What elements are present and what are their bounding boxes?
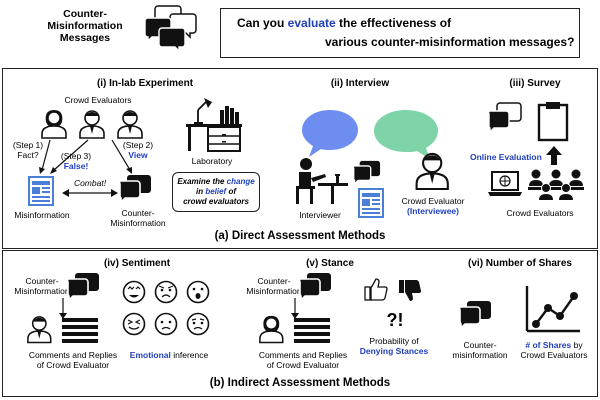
misinformation-doc-icon xyxy=(28,176,54,206)
question-line2: various counter-misinformation messages? xyxy=(325,35,575,49)
header-title-line3: Messages xyxy=(59,32,111,44)
interviewee-label: Crowd Evaluator(Interviewee) xyxy=(401,196,465,216)
indirect-methods-frame xyxy=(2,250,598,397)
question-line1: Can you evaluate the effectiveness of xyxy=(237,16,452,30)
header-title: Counter- Misinformation Messages xyxy=(40,8,130,44)
shares-cm-label: Counter-misinformation xyxy=(452,340,508,360)
step1-label: (Step 1)Fact? xyxy=(12,140,44,160)
thumbs-up-icon xyxy=(364,278,388,301)
step3-label: (Step 3)False! xyxy=(60,151,92,171)
interviewer-speech-bubble-icon xyxy=(302,110,358,157)
shares-bubbles-icon xyxy=(458,300,492,329)
interviewee-icon xyxy=(415,152,449,191)
interviewer-at-table-icon xyxy=(296,158,348,204)
clipboard-icon xyxy=(537,102,569,142)
sentiment-title: (iv) Sentiment xyxy=(103,258,171,269)
examine-box: Examine the change in belief of crowd ev… xyxy=(172,172,260,212)
laboratory-desk-icon xyxy=(186,98,242,152)
shares-title: (vi) Number of Shares xyxy=(468,258,572,269)
laboratory-label: Laboratory xyxy=(191,156,233,166)
sentiment-bubbles-icon xyxy=(66,272,100,301)
header-title-line2: Misinformation xyxy=(47,20,123,32)
survey-crowd-icon xyxy=(528,169,584,200)
question-box: Can you evaluate the effectiveness of va… xyxy=(220,8,580,58)
stance-bubbles-icon xyxy=(298,272,332,301)
laptop-icon xyxy=(488,171,522,196)
interview-title: (ii) Interview xyxy=(330,78,390,89)
stance-symbols: ?! xyxy=(386,310,404,330)
inlab-arrows xyxy=(39,139,132,174)
sentiment-down-arrow xyxy=(59,298,67,319)
combat-arrow xyxy=(62,189,118,197)
crowd-evaluators-label: Crowd Evaluators xyxy=(64,95,132,105)
stance-down-arrow xyxy=(291,298,299,319)
interviewer-label: Interviewer xyxy=(299,210,341,220)
crowd-evaluators-icon xyxy=(41,109,143,139)
direct-section-title: (a) Direct Assessment Methods xyxy=(214,230,386,242)
up-arrow-icon xyxy=(546,146,562,165)
growth-chart-icon xyxy=(525,286,580,333)
step2-label: (Step 2)View xyxy=(122,140,154,160)
question-highlight: evaluate xyxy=(287,16,336,30)
survey-title: (iii) Survey xyxy=(509,78,561,89)
interview-doc-icon xyxy=(358,188,384,218)
misinformation-label: Misinformation xyxy=(14,210,70,220)
survey-crowd-label: Crowd Evaluators xyxy=(506,208,574,218)
thumbs-down-icon xyxy=(399,280,421,301)
counter-misinfo-label: Counter-Misinformation xyxy=(110,208,166,228)
inlab-title: (i) In-lab Experiment xyxy=(96,78,194,89)
messages-icon xyxy=(144,5,197,53)
shares-label: # of Shares by Crowd Evaluators xyxy=(520,340,588,360)
online-evaluation-label: Online Evaluation xyxy=(470,152,542,162)
emotional-inference-label: Emotional inference xyxy=(129,350,209,360)
interview-bubbles-icon xyxy=(352,160,381,185)
combat-label: Combat! xyxy=(73,178,107,188)
header-title-line1: Counter- xyxy=(63,8,107,20)
emotion-faces-icon xyxy=(122,280,210,336)
counter-misinfo-bubbles-icon xyxy=(118,174,152,203)
sentiment-evaluator-comments-icon xyxy=(27,316,98,344)
stance-cm-label: Counter-Misinformation xyxy=(246,276,302,296)
sentiment-cm-label: Counter-Misinformation xyxy=(14,276,70,296)
indirect-section-title: (b) Indirect Assessment Methods xyxy=(209,377,391,389)
stance-evaluator-comments-icon xyxy=(259,315,330,344)
direct-methods-frame xyxy=(2,68,598,249)
survey-bubbles-icon xyxy=(487,102,522,133)
stance-title: (v) Stance xyxy=(306,258,354,269)
interviewee-speech-bubble-icon xyxy=(374,110,438,159)
